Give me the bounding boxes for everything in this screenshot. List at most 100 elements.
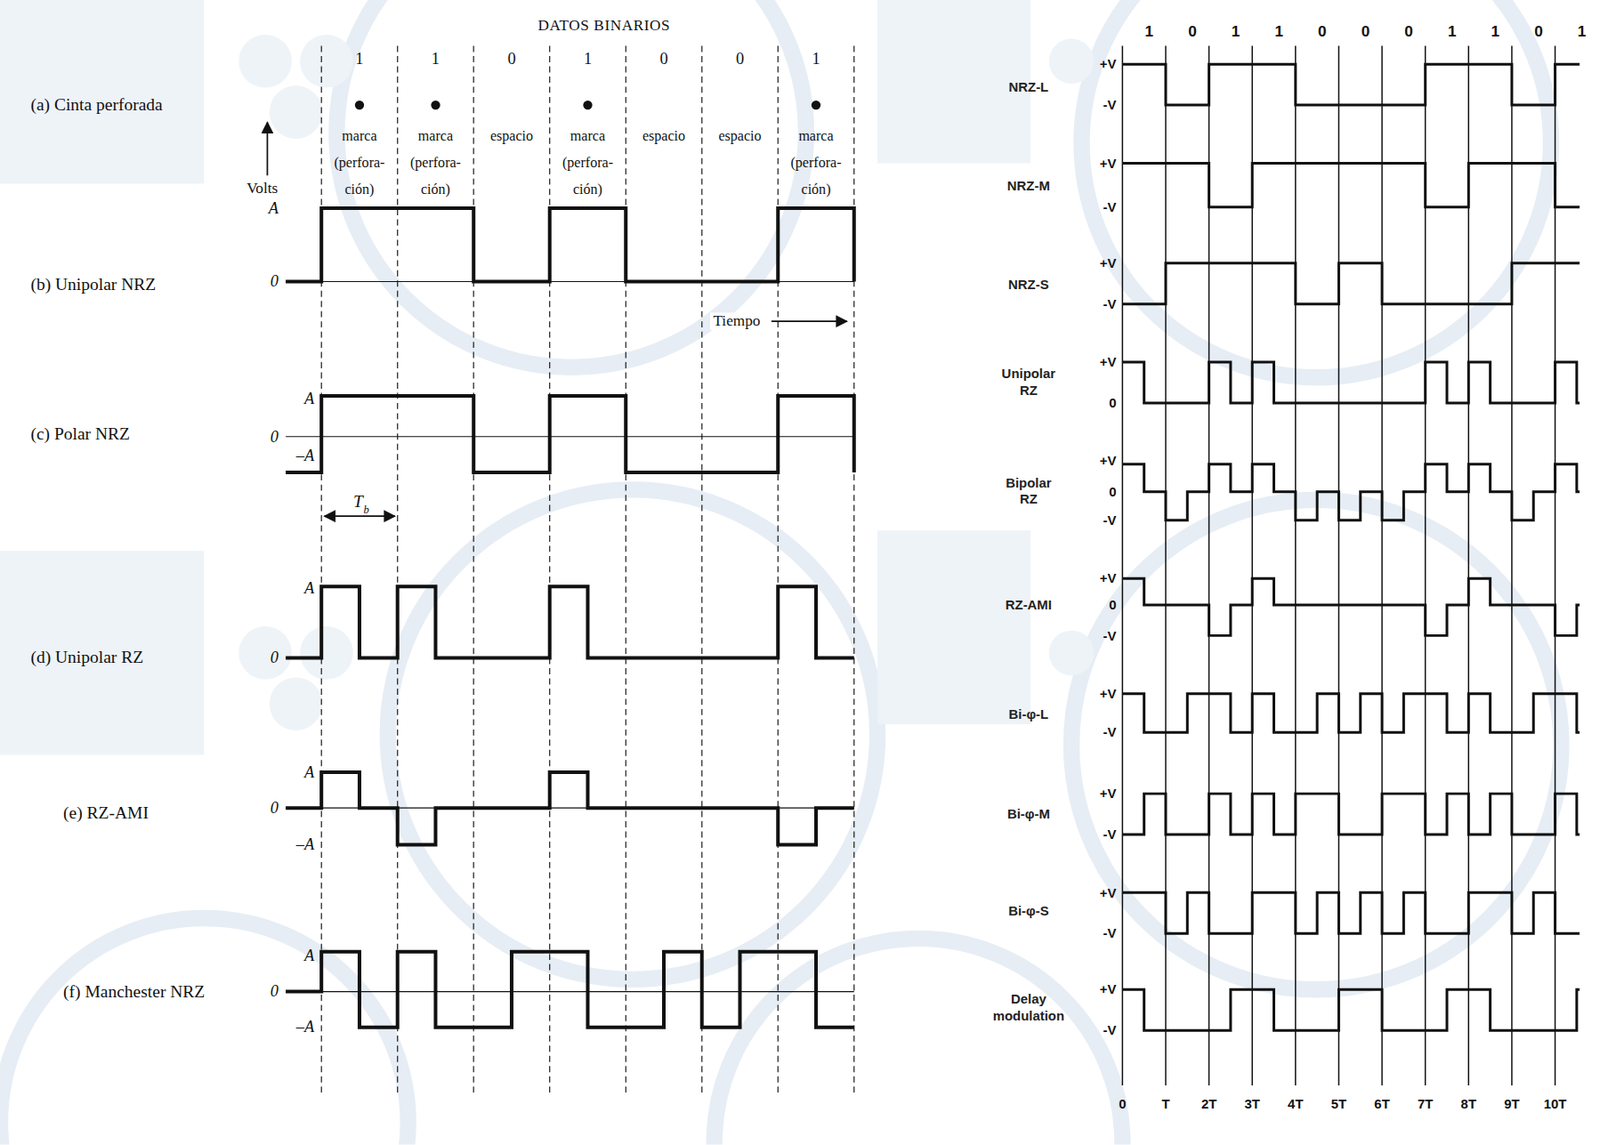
row-label: Bipolar RZ <box>999 475 1059 509</box>
level-label: -V <box>1103 199 1117 215</box>
time-tick: 5T <box>1331 1096 1347 1112</box>
level-label: 0 <box>270 799 279 818</box>
level-label: 0 <box>1108 597 1116 613</box>
level-label: +V <box>1099 786 1117 802</box>
time-tick: 7T <box>1417 1096 1433 1112</box>
bit-value: 1 <box>811 49 820 69</box>
row-label: Unipolar RZ <box>995 366 1061 400</box>
time-tick: 4T <box>1287 1096 1303 1112</box>
level-label: -V <box>1103 725 1117 741</box>
time-tick: 3T <box>1244 1096 1260 1112</box>
tape-cell: espacio <box>703 123 777 151</box>
rz-ami-wave <box>285 772 855 845</box>
row-label: (d) Unipolar RZ <box>30 647 144 669</box>
level-label: +V <box>1099 56 1117 73</box>
level-label: -V <box>1103 1023 1117 1039</box>
punch-holes <box>355 100 821 110</box>
time-tick: 2T <box>1201 1096 1217 1112</box>
level-label: -V <box>1103 926 1117 942</box>
bit-value: 0 <box>659 49 668 69</box>
row-label: Bi-φ-S <box>1008 903 1049 919</box>
time-tick: T <box>1161 1096 1170 1112</box>
row-label: Bi-φ-M <box>1007 806 1051 822</box>
level-label: -V <box>1103 97 1117 114</box>
delay-modulation-wave <box>1122 989 1580 1031</box>
bit-value: 1 <box>1491 22 1501 40</box>
bit-value: 0 <box>1404 22 1414 40</box>
row-label: NRZ-S <box>1008 276 1050 292</box>
bit-value: 1 <box>583 49 592 69</box>
level-label: +V <box>1099 155 1117 171</box>
level-label: -V <box>1103 296 1117 312</box>
period-symbol: T <box>353 492 364 513</box>
biphase-l-wave <box>1122 694 1580 734</box>
level-label: -V <box>1103 826 1117 842</box>
time-tick: 0 <box>1118 1096 1126 1112</box>
time-tick: 8T <box>1461 1096 1477 1112</box>
level-label: –A <box>296 835 315 855</box>
level-label: A <box>304 389 315 409</box>
row-label: Bi-φ-L <box>1009 706 1050 722</box>
waveforms <box>285 64 1580 1031</box>
row-label: Delay modulation <box>987 992 1070 1026</box>
bit-value: 1 <box>355 49 364 69</box>
level-label: +V <box>1099 453 1117 469</box>
bit-value: 0 <box>1317 22 1327 40</box>
level-label: +V <box>1099 885 1117 901</box>
row-label: (e) RZ-AMI <box>63 802 149 824</box>
bit-value: 1 <box>1577 22 1587 40</box>
row-label: RZ-AMI <box>1005 597 1052 613</box>
level-label: –A <box>296 446 315 466</box>
level-label: 0 <box>270 648 279 668</box>
bit-value: 1 <box>431 49 440 69</box>
tape-cell: espacio <box>475 123 550 151</box>
level-label: +V <box>1099 982 1117 998</box>
bit-value: 1 <box>1447 22 1457 40</box>
level-label: +V <box>1099 354 1117 370</box>
unipolar-nrz-wave <box>285 208 855 283</box>
level-label: +V <box>1099 571 1117 587</box>
level-label: 0 <box>270 982 279 1002</box>
nrz-l-wave <box>1122 64 1580 106</box>
row-label: (c) Polar NRZ <box>30 424 130 445</box>
biphase-s-wave <box>1122 892 1580 934</box>
level-label: A <box>304 946 315 966</box>
level-label: 0 <box>1108 484 1116 500</box>
time-tick: 9T <box>1503 1096 1520 1112</box>
row-label: NRZ-L <box>1008 79 1049 95</box>
level-label: -V <box>1103 628 1117 644</box>
biphase-m-wave <box>1122 793 1580 835</box>
level-label: –A <box>296 1018 315 1037</box>
level-label: +V <box>1099 255 1117 271</box>
axis-label: Volts <box>246 179 278 197</box>
zero-baselines <box>285 281 855 992</box>
row-label: NRZ-M <box>1007 177 1051 194</box>
time-tick: 10T <box>1543 1096 1568 1112</box>
bit-value: 0 <box>1361 22 1371 40</box>
axis-label: Tiempo <box>710 312 764 330</box>
level-label: 0 <box>270 272 279 291</box>
level-label: A <box>268 199 279 219</box>
unipolar-rz-wave <box>1122 362 1580 404</box>
nrz-s-wave <box>1122 263 1580 305</box>
level-label: 0 <box>1108 395 1116 411</box>
axis-arrows <box>266 122 847 518</box>
bit-value: 0 <box>1534 22 1544 40</box>
tape-cell: espacio <box>627 123 702 151</box>
tape-cell: marca (perfora- ción) <box>779 123 854 203</box>
level-label: -V <box>1103 512 1117 528</box>
unipolar-rz-wave <box>285 586 855 658</box>
level-label: A <box>304 579 315 598</box>
diagram-title: DATOS BINARIOS <box>537 16 671 34</box>
bit-boundaries <box>321 46 855 1098</box>
polar-nrz-wave <box>285 395 855 473</box>
tape-cell: marca (perfora- ción) <box>550 123 625 203</box>
bit-value: 0 <box>735 49 744 69</box>
level-label: 0 <box>270 427 279 446</box>
bipolar-rz-wave <box>1122 464 1580 521</box>
rz-ami-wave <box>1122 578 1580 636</box>
bit-value: 0 <box>507 49 516 69</box>
bit-value: 1 <box>1231 22 1241 40</box>
